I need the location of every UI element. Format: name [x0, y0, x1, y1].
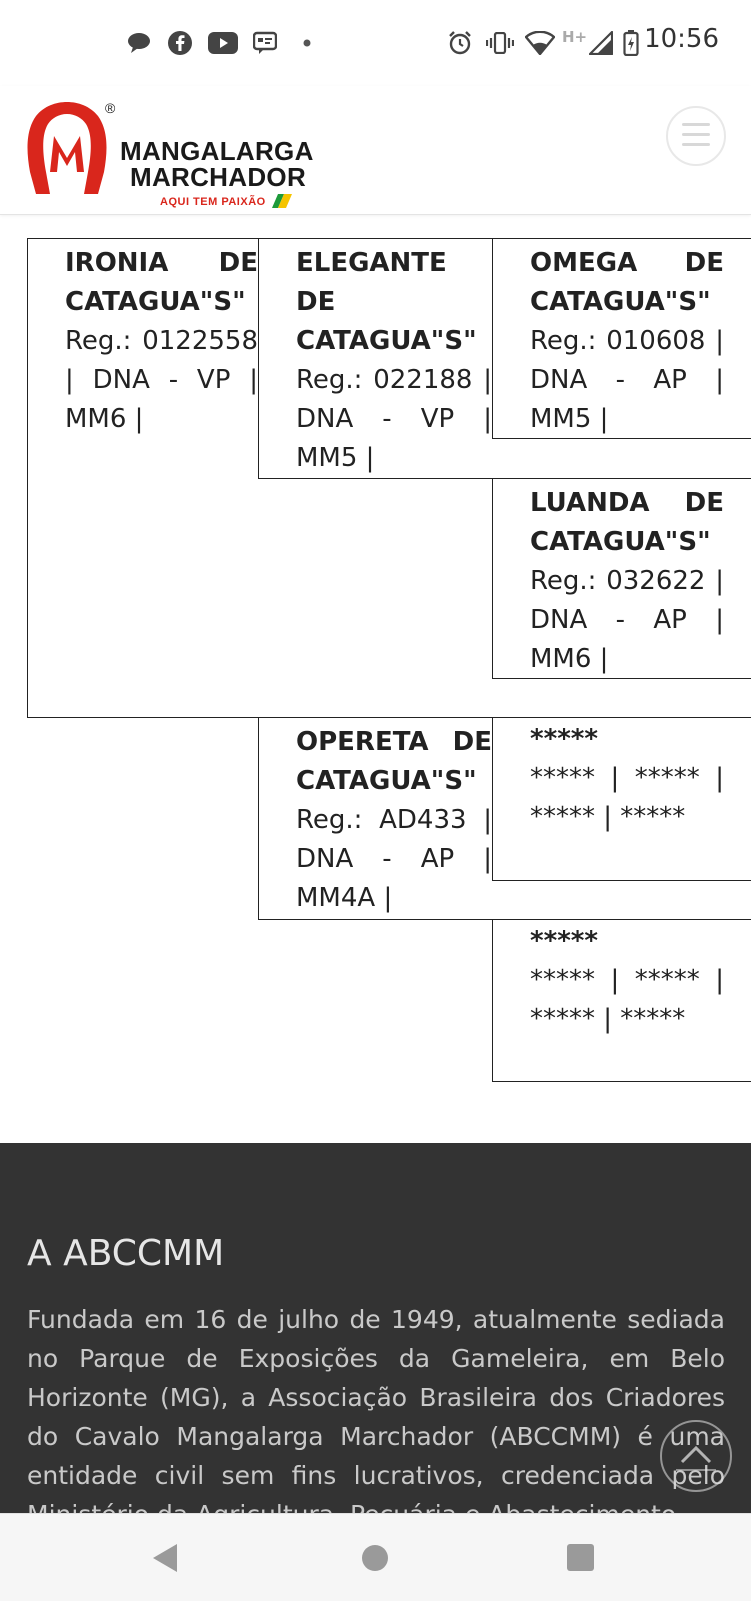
pedigree-entry-dam[interactable]: OPERETA DE CATAGUA"S" Reg.: AD433 | DNA …	[296, 723, 492, 918]
dam-sire-name: *****	[530, 724, 598, 754]
horseshoe-logo-icon	[27, 102, 107, 194]
sire-sire-details: Reg.: 010608 | DNA - AP | MM5 |	[530, 326, 724, 434]
hamburger-icon-bar	[682, 133, 710, 136]
back-to-top-button[interactable]	[660, 1420, 732, 1492]
site-footer: A ABCCMM Fundada em 16 de julho de 1949,…	[0, 1143, 751, 1513]
pedigree-entry-sire[interactable]: ELEGANTE DE CATAGUA"S" Reg.: 022188 | DN…	[296, 244, 492, 478]
pedigree-entry-sire-dam[interactable]: LUANDA DE CATAGUA"S" Reg.: 032622 | DNA …	[530, 484, 724, 679]
battery-charging-icon	[622, 30, 640, 56]
message-icon	[252, 30, 278, 56]
dam-dam-details: ***** | ***** | ***** | *****	[530, 965, 724, 1034]
network-type: H+	[562, 28, 588, 46]
clock: 10:56	[644, 24, 719, 54]
status-bar: H+ 10:56	[0, 0, 751, 86]
logo-line-1: MANGALARGA	[120, 136, 314, 166]
dam-dam-name: *****	[530, 926, 598, 956]
dam-sire-details: ***** | ***** | ***** | *****	[530, 763, 724, 832]
pedigree-entry-horse[interactable]: IRONIA DE CATAGUA"S" Reg.: 0122558 | DNA…	[65, 244, 258, 439]
horse-details: Reg.: 0122558 | DNA - VP | MM6 |	[65, 326, 258, 434]
hamburger-icon-bar	[682, 143, 710, 146]
home-circle-icon[interactable]	[362, 1545, 388, 1571]
sire-name: ELEGANTE DE CATAGUA"S"	[296, 248, 477, 356]
sire-dam-details: Reg.: 032622 | DNA - AP | MM6 |	[530, 566, 724, 674]
wifi-icon	[524, 30, 556, 56]
android-nav-bar	[0, 1513, 751, 1601]
horse-name: IRONIA DE CATAGUA"S"	[65, 248, 258, 317]
dam-details: Reg.: AD433 | DNA - AP | MM4A |	[296, 805, 492, 913]
recent-square-icon[interactable]	[567, 1544, 594, 1571]
pedigree-box-sire-sire	[492, 238, 751, 439]
sire-dam-name: LUANDA DE CATAGUA"S"	[530, 488, 724, 557]
chat-bubble-icon	[126, 30, 152, 56]
pedigree-entry-dam-sire: ***** ***** | ***** | ***** | *****	[530, 720, 724, 837]
footer-title: A ABCCMM	[27, 1233, 225, 1274]
pedigree-box-sire-dam	[492, 478, 751, 679]
logo-tagline: AQUI TEM PAIXÃO	[160, 196, 266, 208]
vibrate-icon	[486, 30, 514, 56]
hamburger-menu-button[interactable]	[666, 106, 726, 166]
footer-about-text: Fundada em 16 de julho de 1949, atualmen…	[27, 1305, 725, 1513]
hamburger-icon	[682, 123, 710, 126]
site-header: ® MANGALARGA MARCHADOR AQUI TEM PAIXÃO	[0, 86, 751, 215]
pedigree-box-dam-sire	[492, 717, 751, 881]
site-logo[interactable]: ® MANGALARGA MARCHADOR AQUI TEM PAIXÃO	[26, 100, 346, 208]
sire-details: Reg.: 022188 | DNA - VP | MM5 |	[296, 365, 492, 473]
pedigree-entry-sire-sire[interactable]: OMEGA DE CATAGUA"S" Reg.: 010608 | DNA -…	[530, 244, 724, 439]
dot-icon	[302, 30, 312, 56]
pedigree-tree: IRONIA DE CATAGUA"S" Reg.: 0122558 | DNA…	[0, 214, 751, 1130]
pedigree-box-dam-dam	[492, 919, 751, 1082]
facebook-icon	[166, 30, 194, 56]
logo-line-2: MARCHADOR	[130, 162, 307, 192]
chevron-up-icon	[676, 1445, 716, 1471]
alarm-icon	[446, 30, 474, 56]
dam-name: OPERETA DE CATAGUA"S"	[296, 727, 492, 796]
signal-icon	[588, 30, 614, 56]
youtube-icon	[208, 30, 238, 56]
sire-sire-name: OMEGA DE CATAGUA"S"	[530, 248, 724, 317]
registered-mark: ®	[105, 100, 116, 116]
back-triangle-icon[interactable]	[153, 1544, 177, 1572]
brazil-stripe-icon	[272, 194, 292, 208]
pedigree-entry-dam-dam: ***** ***** | ***** | ***** | *****	[530, 922, 724, 1039]
